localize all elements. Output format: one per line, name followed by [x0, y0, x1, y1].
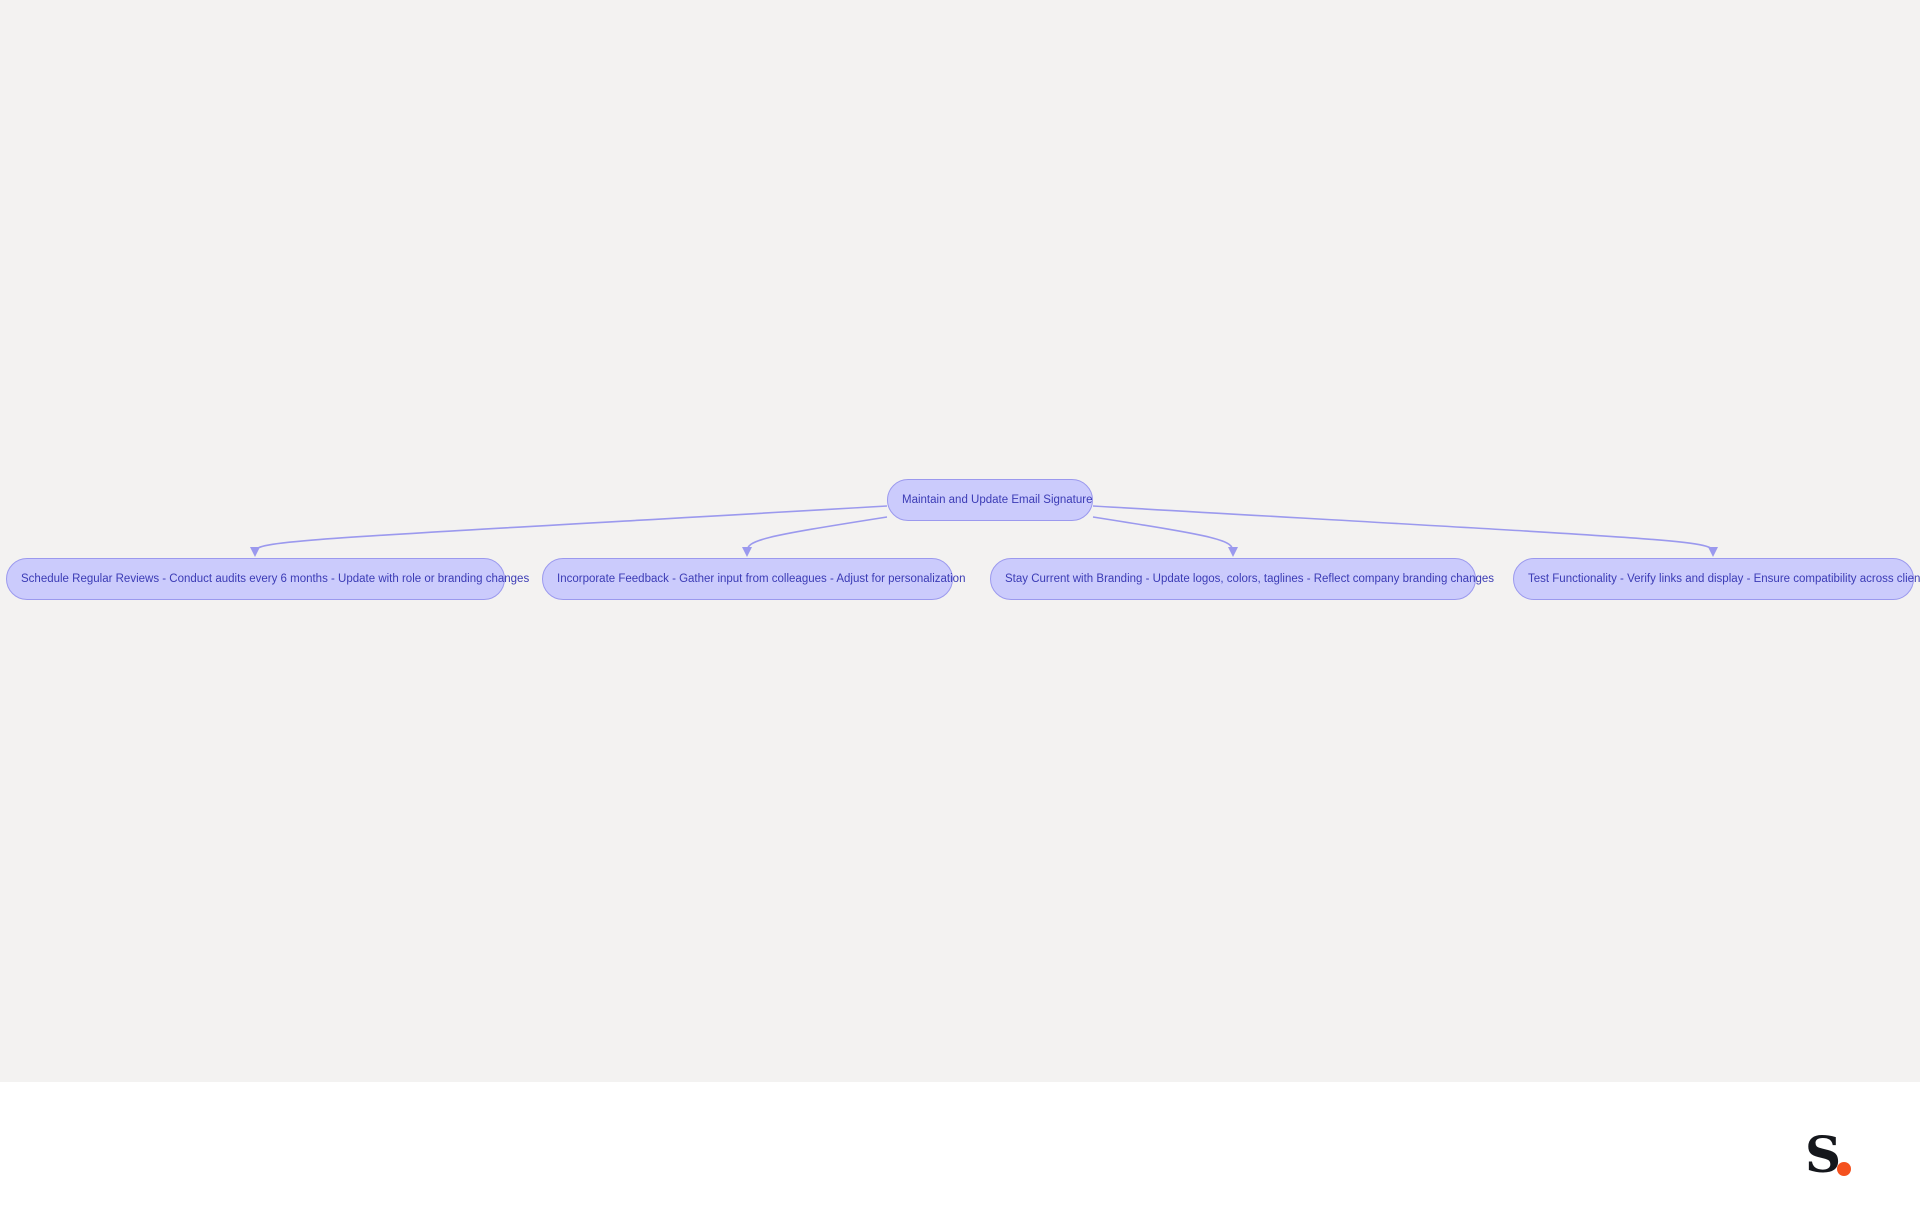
logo-letter: S — [1805, 1125, 1842, 1184]
edge-root-to-feedback — [742, 516, 888, 557]
child-node-stay-current-branding: Stay Current with Branding - Update logo… — [990, 558, 1494, 600]
child-node-incorporate-feedback: Incorporate Feedback - Gather input from… — [542, 558, 965, 600]
edge-root-to-branding — [1092, 516, 1238, 557]
child-node-test-functionality: Test Functionality - Verify links and di… — [1513, 558, 1920, 600]
diagram-canvas: Maintain and Update Email Signature Sche… — [0, 0, 1920, 1082]
footer — [0, 1082, 1920, 1215]
root-node: Maintain and Update Email Signature — [887, 479, 1093, 521]
brand-logo: S — [1805, 1130, 1865, 1180]
edge-root-to-testing — [1092, 505, 1718, 557]
diagram-edges — [250, 505, 1718, 557]
logo-dot-icon — [1837, 1162, 1851, 1176]
edge-root-to-reviews — [250, 505, 888, 557]
child-node-schedule-reviews: Schedule Regular Reviews - Conduct audit… — [6, 558, 529, 600]
